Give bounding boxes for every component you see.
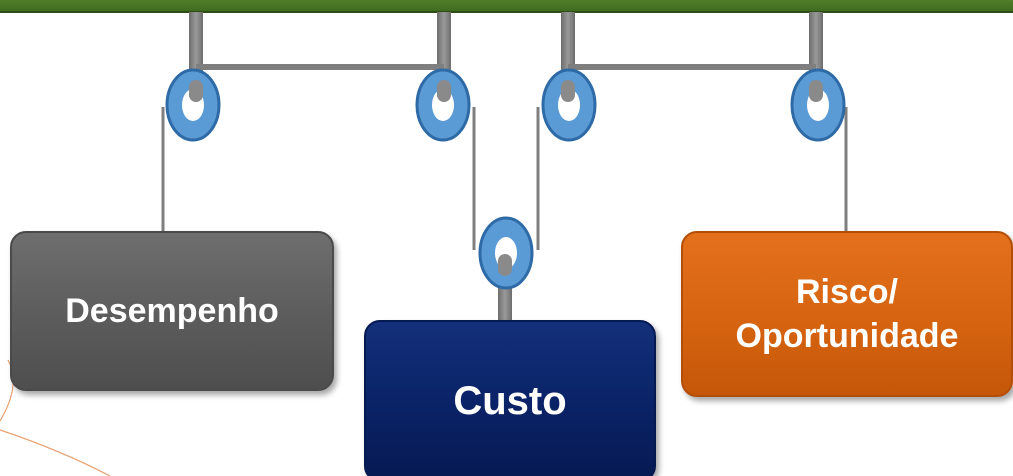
desempenho-box: Desempenho [10,231,334,391]
desempenho-label: Desempenho [65,291,279,330]
connector-bar-left [196,64,444,70]
pulley-icon [165,68,221,142]
ropes [161,107,848,250]
custo-rod-tip [498,254,512,276]
hanger-rod-2-tip [437,80,451,102]
risco-oportunidade-box: Risco/ Oportunidade [681,231,1013,397]
pulley-icon [790,68,846,142]
hanger-rod-4-tip [809,80,823,102]
top-beam [0,0,1013,13]
risco-label: Risco/ [795,272,899,311]
custo-label: Custo [453,379,567,423]
custo-box: Custo [364,320,656,476]
connector-bar-right [568,64,816,70]
decorative-arc [0,429,111,476]
pulley-icon [478,216,534,290]
oportunidade-label: Oportunidade [735,317,959,355]
hanger-rod-1-tip [189,80,203,102]
hanger-rod-3-tip [561,80,575,102]
